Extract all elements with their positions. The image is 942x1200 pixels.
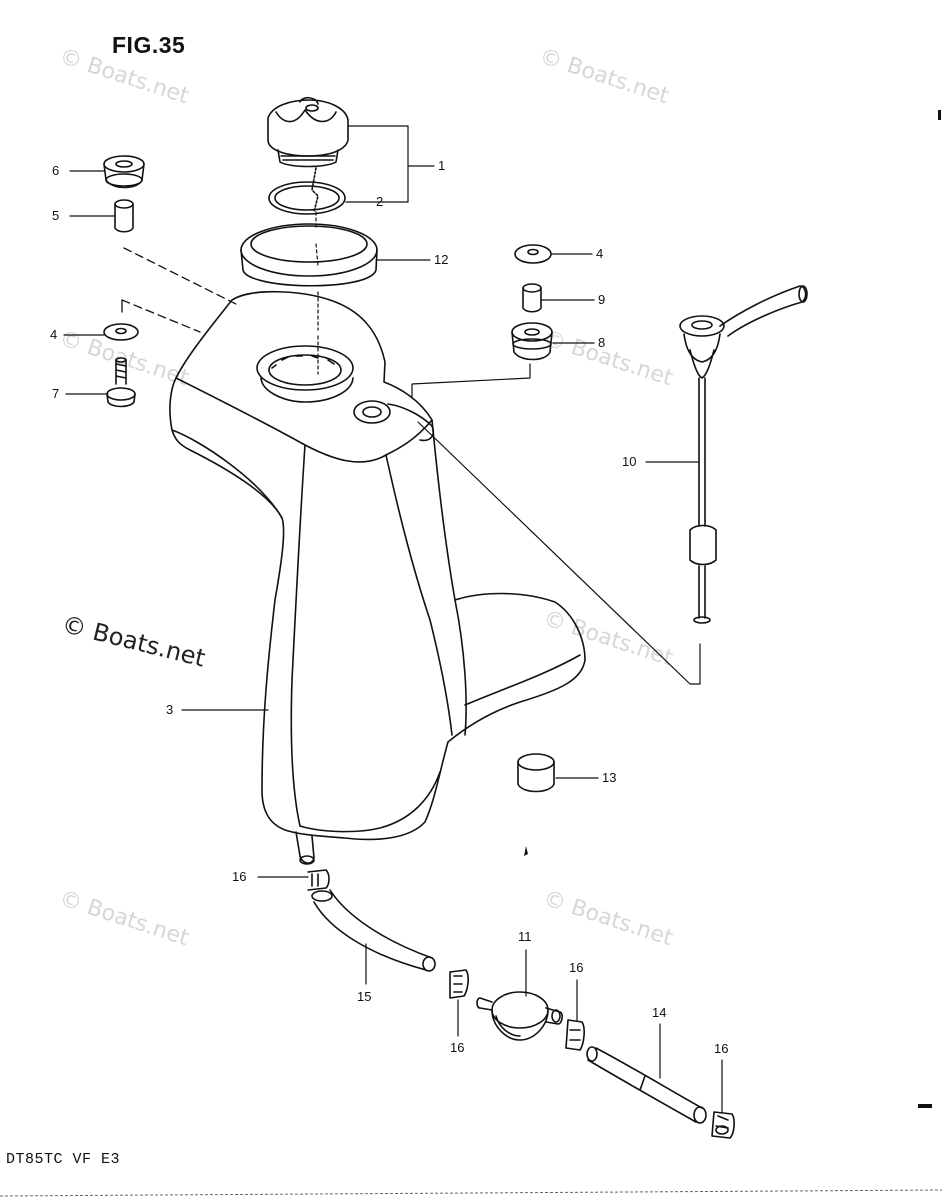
callout-7: 7: [52, 386, 60, 401]
callout-9: 9: [598, 292, 606, 307]
callout-12: 12: [434, 252, 449, 267]
washer-4-right-drawing: [514, 244, 552, 264]
callout-10: 10: [622, 454, 637, 469]
callout-5: 5: [52, 208, 60, 223]
hose-15-drawing: [311, 889, 436, 972]
ring-nut-drawing: [240, 223, 378, 287]
clip-16-right-drawing: [711, 1111, 735, 1139]
clip-16-top-drawing: [307, 869, 330, 891]
callout-11: 11: [518, 929, 532, 944]
clip-16-left-drawing: [449, 969, 469, 999]
callout-16-top: 16: [232, 869, 247, 884]
callout-8: 8: [598, 335, 606, 350]
washer-4-left-drawing: [103, 323, 139, 341]
collar-5-drawing: [114, 199, 134, 233]
callout-14: 14: [652, 1005, 667, 1020]
clip-16-mid-drawing: [565, 1019, 585, 1051]
fuel-pickup-10-drawing: [679, 285, 808, 624]
callout-4-right: 4: [596, 246, 604, 261]
fuel-filter-11-drawing: [476, 991, 563, 1041]
callout-15: 15: [357, 989, 372, 1004]
callout-16-right: 16: [714, 1041, 729, 1056]
grommet-8-drawing: [511, 322, 553, 361]
cap-13-drawing: [517, 753, 555, 793]
callout-13: 13: [602, 770, 617, 785]
figure-title: FIG.35: [112, 32, 186, 58]
bolt-7-drawing: [106, 357, 136, 408]
collar-9-drawing: [522, 283, 542, 313]
callout-6: 6: [52, 163, 60, 178]
fuel-tank-drawing: [169, 290, 586, 865]
grommet-6-drawing: [103, 155, 145, 189]
callout-16-mid: 16: [569, 960, 584, 975]
callout-2: 2: [376, 194, 384, 209]
callout-1: 1: [438, 158, 446, 173]
scan-artifacts: [524, 110, 941, 1108]
callout-3: 3: [166, 702, 174, 717]
filler-cap-drawing: [267, 96, 349, 213]
model-code: DT85TC VF E3: [6, 1151, 121, 1168]
hose-14-drawing: [586, 1046, 707, 1124]
callout-16-left: 16: [450, 1040, 465, 1055]
gasket-drawing: [268, 181, 346, 215]
callout-4-left: 4: [50, 327, 58, 342]
